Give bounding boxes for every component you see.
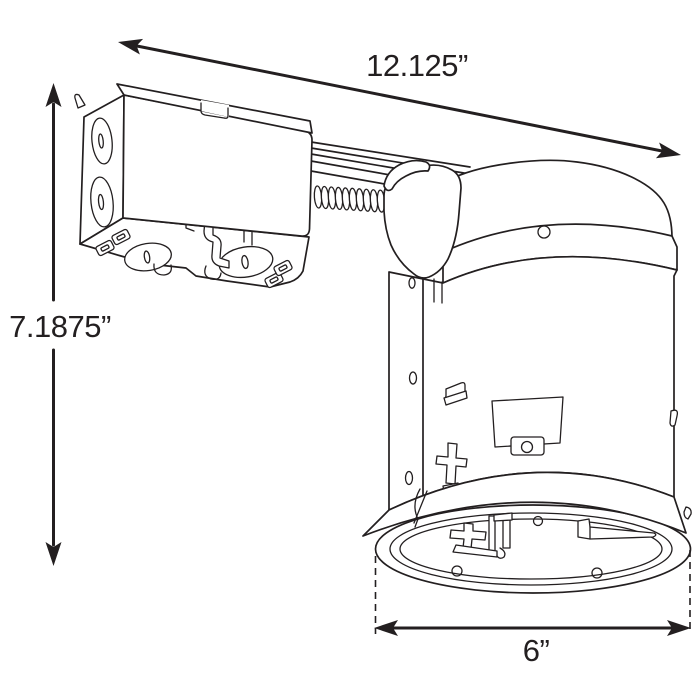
flange-opening-rim: [399, 518, 663, 580]
knockout-tab: [95, 239, 115, 257]
arrowhead-down-icon: [45, 542, 62, 566]
height-dimension-label: 7.1875”: [9, 309, 111, 344]
side-tab: [669, 409, 679, 427]
arrowhead-left-icon: [374, 620, 398, 636]
interior-clip: [577, 518, 657, 540]
flange-hole: [591, 567, 603, 579]
width-dimension: 12.125”: [118, 38, 681, 159]
collar-nub: [683, 506, 692, 520]
flange-inner-ring: [389, 512, 673, 586]
strip-hole: [408, 371, 418, 385]
junction-box: [74, 83, 313, 289]
clip-latch-finger: [383, 159, 431, 192]
width-dimension-label: 12.125”: [366, 48, 468, 83]
collar-wrinkle: [414, 488, 421, 528]
aperture-dimension-label: 6”: [523, 633, 550, 668]
knockout-tab: [264, 271, 284, 289]
flange-collar: [362, 471, 687, 537]
trim-flange: [362, 471, 692, 594]
strip-hole: [404, 470, 414, 486]
aperture-dimension: 6”: [374, 550, 691, 668]
height-dimension: 7.1875”: [9, 83, 111, 566]
arrowhead-right-icon: [655, 142, 681, 159]
socket-box: [510, 436, 545, 456]
conduit-clip: [383, 159, 462, 279]
strip-hole: [408, 277, 416, 289]
arrowhead-left-icon: [118, 38, 144, 55]
socket-plate: [491, 396, 564, 448]
box-corner-tab: [74, 93, 86, 109]
arrowhead-up-icon: [45, 83, 62, 107]
flange-hole: [451, 565, 463, 577]
top-lip-notch: [200, 102, 229, 119]
mounting-clip: [203, 220, 230, 269]
knockout-tab: [273, 259, 293, 277]
flange-hole: [532, 515, 544, 527]
knockout-tab: [111, 228, 131, 246]
band-hole: [537, 225, 551, 239]
cable-clamp-bump: [153, 263, 172, 276]
housing-can: [388, 159, 679, 511]
arrowhead-right-icon: [667, 620, 691, 636]
flange-outer-ring: [374, 504, 692, 594]
